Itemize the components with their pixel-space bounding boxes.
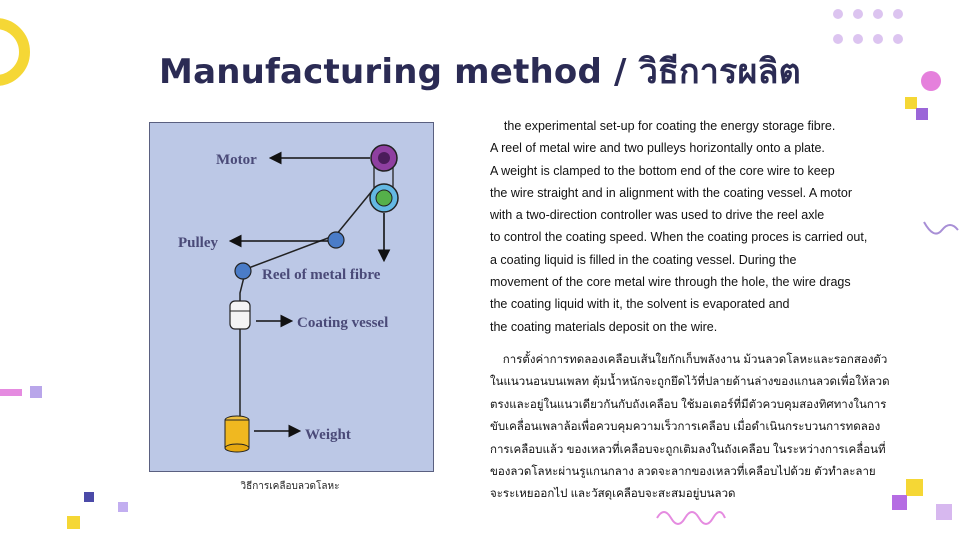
english-line: with a two-direction controller was used… (490, 208, 825, 223)
pink-zigzag-decoration (656, 511, 726, 525)
lavender-square-decoration-3 (936, 504, 952, 520)
english-line: the coating materials deposit on the wir… (490, 319, 718, 334)
yellow-square-decoration (905, 97, 917, 109)
pulley-upper (327, 231, 345, 249)
english-line: movement of the core metal wire through … (490, 275, 851, 290)
weight-label: Weight (305, 427, 351, 443)
coating-setup-diagram: Motor Pulley Reel of metal fibre Coating… (149, 122, 434, 472)
thai-paragraph: การตั้งค่าการทดลองเคลือบเส้นใยกักเก็บพลั… (490, 349, 920, 506)
lavender-square-decoration (30, 386, 42, 398)
wave-decoration (923, 221, 959, 235)
motor-wheel (370, 144, 398, 172)
reel-label: Reel of metal fibre (262, 267, 381, 283)
english-line: to control the coating speed. When the c… (490, 230, 868, 245)
purple-square-decoration (916, 108, 928, 120)
reel-wheel (369, 183, 399, 213)
thai-line: ในแนวนอนบนเพลท ตุ้มน้ำหนักจะถูกยึดไว้ที่… (490, 376, 890, 389)
vessel-label: Coating vessel (297, 315, 388, 331)
thai-line: การตั้งค่าการทดลองเคลือบเส้นใยกักเก็บพลั… (490, 354, 888, 366)
weight-shape (224, 415, 250, 453)
thai-line: การเคลือบแล้ว ของเหลวที่เคลือบจะถูกเติมล… (490, 443, 886, 456)
pink-bar-decoration (0, 389, 22, 396)
metal-wire (239, 190, 373, 423)
motor-label: Motor (216, 152, 257, 168)
purple-square-decoration-2 (892, 495, 907, 510)
english-line: A weight is clamped to the bottom end of… (490, 163, 835, 178)
yellow-square-decoration-2 (67, 516, 80, 529)
navy-square-decoration (84, 492, 94, 502)
pink-circle-decoration (921, 71, 941, 91)
thai-line: จะระเหยออกไป และวัสดุเคลือบจะสะสมอยู่บนล… (490, 488, 736, 501)
page-title: Manufacturing method / วิธีการผลิต (159, 52, 801, 92)
coating-vessel-shape (229, 300, 251, 330)
pulley-lower (234, 262, 252, 280)
diagram-caption: วิธีการเคลือบลวดโลหะ (240, 481, 340, 492)
pulley-label: Pulley (178, 235, 218, 251)
lavender-square-decoration-2 (118, 502, 128, 512)
thai-line: ของลวดโลหะผ่านรูแกนกลาง ลวดจะลากของเหลวท… (490, 466, 876, 479)
diagram-drawing: Motor Pulley Reel of metal fibre Coating… (178, 144, 399, 453)
english-line: the experimental set-up for coating the … (490, 119, 836, 133)
english-line: the wire straight and in alignment with … (490, 185, 852, 200)
english-line: a coating liquid is filled in the coatin… (490, 252, 797, 267)
dot-grid-decoration (833, 9, 903, 44)
yellow-square-decoration-3 (906, 479, 923, 496)
english-line: the coating liquid with it, the solvent … (490, 297, 790, 312)
thai-line: ขับเคลื่อนเพลาล้อเพื่อควบคุมความเร็วการเ… (490, 421, 881, 434)
english-paragraph: the experimental set-up for coating the … (490, 115, 920, 338)
thai-line: ตรงและอยู่ในแนวเดียวกันกับถังเคลือบ ใช้ม… (490, 398, 887, 411)
english-line: A reel of metal wire and two pulleys hor… (490, 141, 825, 156)
